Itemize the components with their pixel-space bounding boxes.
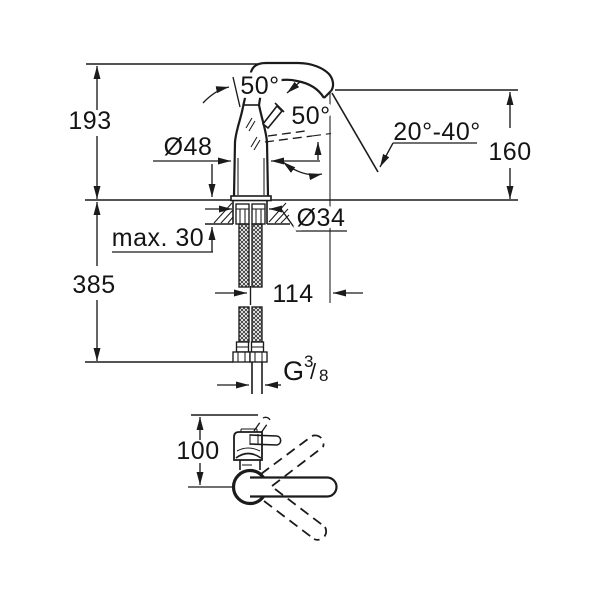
top-view-spout-swivel-up-dashed bbox=[260, 434, 325, 487]
dim-g38: G 3 / 8 bbox=[217, 352, 329, 389]
dim-label-48: Ø48 bbox=[164, 133, 213, 161]
dim-label-g38-denominator: 8 bbox=[319, 366, 329, 385]
lever-handle bbox=[261, 102, 332, 143]
dim-label-g38-numerator: 3 bbox=[304, 352, 314, 371]
top-view-reference-lines bbox=[188, 414, 258, 488]
top-view-lever bbox=[249, 434, 282, 446]
reference-lines bbox=[85, 63, 518, 363]
dim-label-193: 193 bbox=[68, 107, 111, 135]
faucet-body-outline bbox=[230, 61, 335, 202]
side-view: 193 385 160 Ø48 50° bbox=[68, 61, 531, 394]
dim-385: 385 bbox=[72, 202, 115, 361]
deck-section bbox=[205, 200, 290, 225]
dim-label-max-30: max. 30 bbox=[112, 224, 204, 252]
dim-34: Ø34 bbox=[205, 200, 349, 236]
dim-160: 160 bbox=[488, 92, 531, 199]
top-view: 100 bbox=[176, 414, 338, 541]
dim-label-114: 114 bbox=[272, 280, 313, 308]
dim-20-40: 20°-40° bbox=[379, 118, 480, 168]
dim-label-100: 100 bbox=[176, 437, 219, 465]
dim-label-385: 385 bbox=[72, 271, 115, 299]
supply-hoses bbox=[232, 223, 268, 394]
dim-193: 193 bbox=[68, 66, 111, 199]
top-view-spout-swivel-down-dashed bbox=[263, 488, 328, 541]
dim-label-g38-slash: / bbox=[310, 359, 317, 384]
top-view-body bbox=[233, 416, 282, 470]
body-reflection-dashes bbox=[245, 117, 261, 151]
dim-114: 114 bbox=[215, 280, 363, 308]
dim-50-open: 50° bbox=[202, 68, 302, 104]
dim-label-50-swing: 50° bbox=[291, 102, 330, 130]
top-view-spout bbox=[231, 434, 338, 541]
thread-tailpipe bbox=[251, 362, 263, 394]
mounting-nut bbox=[235, 203, 266, 225]
dim-label-50-open: 50° bbox=[240, 72, 279, 100]
hatch-left bbox=[213, 202, 234, 224]
dim-max-30: max. 30 bbox=[112, 224, 216, 253]
top-view-lever-raised-dashed bbox=[253, 416, 271, 434]
dim-100: 100 bbox=[176, 417, 219, 485]
dim-50-swing: 50° bbox=[282, 98, 334, 181]
dim-label-34: Ø34 bbox=[297, 204, 346, 232]
dim-label-20-40: 20°-40° bbox=[393, 118, 480, 146]
hose-hex-nuts bbox=[232, 351, 268, 363]
dim-label-g38-prefix: G bbox=[283, 356, 305, 386]
hatch-right bbox=[268, 202, 290, 224]
dim-label-160: 160 bbox=[488, 138, 531, 166]
dim-48: Ø48 bbox=[153, 133, 322, 197]
